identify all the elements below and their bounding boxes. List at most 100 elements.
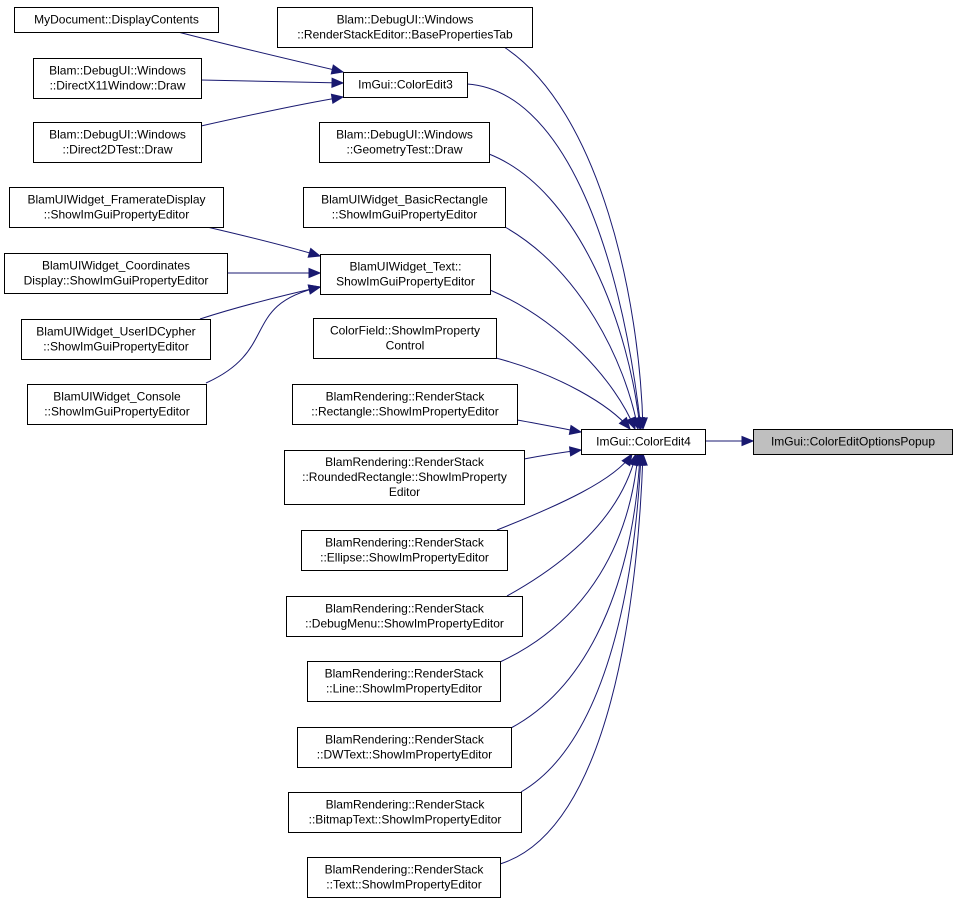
node-rsText[interactable]: BlamRendering::RenderStack::Text::ShowIm…	[307, 857, 501, 898]
node-userIDCypherEditor[interactable]: BlamUIWidget_UserIDCypher::ShowImGuiProp…	[21, 319, 211, 360]
node-label-line: ::Direct2DTest::Draw	[62, 143, 172, 157]
node-box[interactable]	[307, 857, 501, 898]
node-label-line: BlamUIWidget_BasicRectangle	[321, 193, 488, 207]
node-box[interactable]	[319, 122, 490, 163]
node-label-line: Blam::DebugUI::Windows	[49, 128, 186, 142]
edge-line	[200, 96, 344, 127]
edge-line	[206, 226, 321, 257]
edge-arrowhead	[637, 452, 648, 466]
node-box[interactable]	[301, 530, 508, 571]
node-label-line: BlamRendering::RenderStack	[326, 798, 486, 812]
node-box[interactable]	[277, 7, 533, 48]
edge-line	[495, 357, 631, 430]
edge-line	[466, 83, 642, 430]
node-myDocDisplay[interactable]: MyDocument::DisplayContents	[14, 7, 219, 33]
node-label-line: BlamRendering::RenderStack	[326, 390, 486, 404]
node-basePropertiesTab[interactable]: Blam::DebugUI::Windows::RenderStackEdito…	[277, 7, 533, 48]
node-label-line: ImGui::ColorEdit4	[596, 435, 691, 449]
node-basicRectangleEditor[interactable]: BlamUIWidget_BasicRectangle::ShowImGuiPr…	[303, 187, 506, 228]
edge-arrowhead	[568, 424, 583, 436]
node-framerateDisplayEditor[interactable]: BlamUIWidget_FramerateDisplay::ShowImGui…	[9, 187, 224, 228]
node-rsRectangle[interactable]: BlamRendering::RenderStack::Rectangle::S…	[292, 384, 518, 425]
node-label-line: ::ShowImGuiPropertyEditor	[44, 208, 189, 222]
node-label-line: ImGui::ColorEdit3	[358, 78, 453, 92]
edge-line	[520, 453, 642, 793]
node-label-line: BlamRendering::RenderStack	[325, 667, 485, 681]
node-rsEllipse[interactable]: BlamRendering::RenderStack::Ellipse::Sho…	[301, 530, 508, 571]
node-label-line: ::ShowImGuiPropertyEditor	[43, 340, 188, 354]
node-colorEdit3[interactable]: ImGui::ColorEdit3	[343, 72, 468, 98]
edge-arrowhead	[308, 267, 322, 279]
node-box[interactable]	[27, 384, 207, 425]
node-box[interactable]	[303, 187, 506, 228]
edge-arrowhead	[741, 435, 755, 447]
node-box[interactable]	[753, 429, 953, 455]
node-label-line: BlamUIWidget_FramerateDisplay	[27, 193, 205, 207]
edge-arrowhead	[307, 247, 322, 258]
node-box[interactable]	[581, 429, 706, 455]
node-box[interactable]	[297, 727, 512, 768]
node-label-line: ::DebugMenu::ShowImPropertyEditor	[305, 617, 504, 631]
edge-line	[205, 286, 321, 384]
edge-line	[177, 31, 344, 73]
edge-rsBitmapText-to-colorEdit4	[520, 452, 646, 793]
node-colorEditOptionsPopup[interactable]: ImGui::ColorEditOptionsPopup	[753, 429, 953, 455]
node-box[interactable]	[288, 792, 522, 833]
node-rsBitmapText[interactable]: BlamRendering::RenderStack::BitmapText::…	[288, 792, 522, 833]
node-label-line: ColorField::ShowImProperty	[330, 324, 480, 338]
node-rsLine[interactable]: BlamRendering::RenderStack::Line::ShowIm…	[307, 661, 501, 702]
node-label-line: ::RoundedRectangle::ShowImProperty	[302, 470, 507, 484]
edge-line	[503, 46, 644, 430]
node-label-line: BlamRendering::RenderStack	[325, 536, 485, 550]
edge-arrowhead	[330, 64, 345, 75]
node-label-line: ::ShowImGuiPropertyEditor	[332, 208, 477, 222]
node-box[interactable]	[343, 72, 468, 98]
edge-arrowhead	[330, 93, 345, 105]
node-box[interactable]	[33, 58, 202, 99]
node-direct2DTestDraw[interactable]: Blam::DebugUI::Windows::Direct2DTest::Dr…	[33, 122, 202, 163]
node-label-line: ::RenderStackEditor::BasePropertiesTab	[297, 28, 513, 42]
edge-line	[506, 453, 637, 597]
edge-arrowhead	[331, 77, 345, 89]
edge-myDocDisplay-to-colorEdit3	[177, 31, 345, 75]
node-box[interactable]	[286, 596, 523, 637]
node-rsDebugMenu[interactable]: BlamRendering::RenderStack::DebugMenu::S…	[286, 596, 523, 637]
edge-rsRectangle-to-colorEdit4	[516, 419, 583, 436]
node-coordinatesDisplayEditor[interactable]: BlamUIWidget_CoordinatesDisplay::ShowImG…	[4, 253, 228, 294]
edge-consoleEditor-to-textWidgetEditor	[205, 284, 322, 384]
node-rsRoundedRectangle[interactable]: BlamRendering::RenderStack::RoundedRecta…	[284, 450, 525, 505]
node-box[interactable]	[33, 122, 202, 163]
node-label-line: Control	[386, 339, 425, 353]
node-label-line: ::Line::ShowImPropertyEditor	[326, 682, 482, 696]
node-box[interactable]	[14, 7, 219, 33]
node-box[interactable]	[292, 384, 518, 425]
node-label-line: ShowImGuiPropertyEditor	[336, 275, 475, 289]
node-label-line: ::DirectX11Window::Draw	[50, 79, 186, 93]
node-box[interactable]	[307, 661, 501, 702]
node-box[interactable]	[4, 253, 228, 294]
node-geometryTestDraw[interactable]: Blam::DebugUI::Windows::GeometryTest::Dr…	[319, 122, 490, 163]
node-box[interactable]	[9, 187, 224, 228]
edge-coordinatesDisplayEditor-to-textWidgetEditor	[227, 267, 322, 279]
edge-arrowhead	[618, 416, 631, 431]
edge-framerateDisplayEditor-to-textWidgetEditor	[206, 226, 322, 258]
node-label-line: BlamUIWidget_UserIDCypher	[36, 325, 195, 339]
node-rsDWText[interactable]: BlamRendering::RenderStack::DWText::Show…	[297, 727, 512, 768]
node-consoleEditor[interactable]: BlamUIWidget_Console::ShowImGuiPropertyE…	[27, 384, 207, 425]
node-label-line: ::BitmapText::ShowImPropertyEditor	[309, 813, 502, 827]
node-label-line: Display::ShowImGuiPropertyEditor	[24, 274, 209, 288]
edge-line	[488, 153, 641, 430]
edge-arrowhead	[307, 284, 322, 295]
node-box[interactable]	[21, 319, 211, 360]
node-colorEdit4[interactable]: ImGui::ColorEdit4	[581, 429, 706, 455]
node-box[interactable]	[313, 318, 497, 359]
edge-line	[489, 289, 636, 430]
node-textWidgetEditor[interactable]: BlamUIWidget_Text::ShowImGuiPropertyEdit…	[320, 254, 491, 295]
node-box[interactable]	[320, 254, 491, 295]
node-label-line: Blam::DebugUI::Windows	[337, 13, 474, 27]
edge-line	[504, 226, 639, 430]
node-directX11Draw[interactable]: Blam::DebugUI::Windows::DirectX11Window:…	[33, 58, 202, 99]
edge-directX11Draw-to-colorEdit3	[200, 77, 345, 89]
node-box[interactable]	[284, 450, 525, 505]
